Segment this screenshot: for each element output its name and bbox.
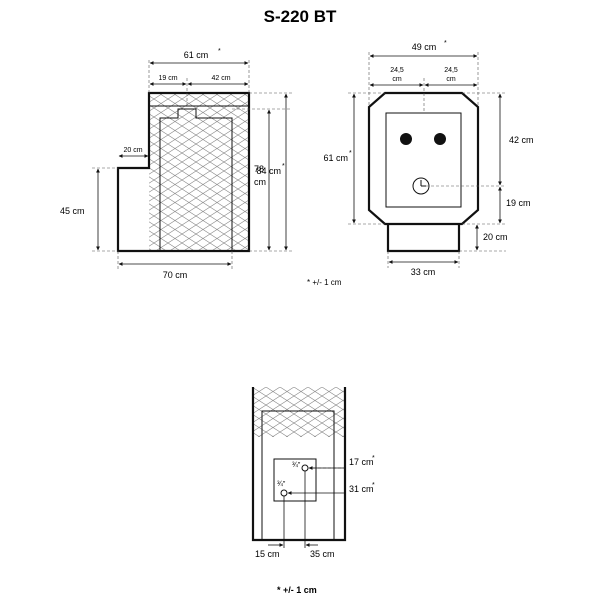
pipe-lower-size-label: ¾" — [277, 481, 286, 488]
front-total-width-mark: * — [444, 40, 447, 47]
control-knob-left — [400, 133, 412, 145]
side-total-height-mark: * — [282, 163, 285, 170]
side-total-width-mark: * — [218, 48, 221, 55]
control-knob-right — [434, 133, 446, 145]
side-right-width-label: 42 cm — [211, 75, 230, 82]
back-left-offset-label: 15 cm — [255, 549, 280, 559]
pipe-connection-upper — [301, 464, 309, 472]
front-body-height-label: 61 cm — [323, 153, 348, 163]
step-height-label: 45 cm — [60, 206, 85, 216]
step-width-label: 20 cm — [123, 147, 142, 154]
back-lower-height-label: 31 cm — [349, 484, 374, 494]
pipe-upper-size-label: ¾" — [292, 462, 301, 469]
back-lower-height-mark: * — [372, 482, 375, 489]
front-leg-outline — [386, 224, 461, 253]
pipe-connection-lower — [280, 489, 288, 497]
front-upper-height-label: 42 cm — [509, 135, 534, 145]
half-left-label-b: cm — [392, 76, 402, 83]
back-upper-height-label: 17 cm — [349, 457, 374, 467]
side-view: 61 cm * 19 cm 42 cm 20 cm 45 cm 78 cm 84… — [60, 48, 292, 280]
front-lower-height-label: 19 cm — [506, 198, 531, 208]
side-left-width-label: 19 cm — [158, 75, 177, 82]
front-view: 49 cm * 24,5 cm 24,5 cm 61 cm * 42 cm 19… — [323, 40, 533, 277]
base-width-label: 70 cm — [163, 270, 188, 280]
side-total-width-label: 61 cm — [184, 50, 209, 60]
tolerance-note-small: * +/- 1 cm — [307, 278, 342, 287]
mid-height-label-a: 78 — [254, 164, 264, 174]
front-leg-width-label: 33 cm — [411, 267, 436, 277]
half-right-label-b: cm — [446, 76, 456, 83]
side-inner-line — [159, 108, 233, 251]
stone-compartment-hatch — [149, 93, 249, 251]
mid-height-label-b: cm — [254, 177, 266, 187]
front-leg-height-label: 20 cm — [483, 232, 508, 242]
side-total-height-label: 84 cm — [256, 166, 281, 176]
front-body-height-mark: * — [349, 150, 352, 157]
back-upper-height-mark: * — [372, 455, 375, 462]
back-right-offset-label: 35 cm — [310, 549, 335, 559]
half-left-label-a: 24,5 — [390, 67, 404, 74]
back-outline — [251, 387, 347, 542]
tolerance-note-bold: * +/- 1 cm — [277, 585, 317, 595]
back-inner-frame — [261, 410, 335, 540]
back-view: ¾" ¾" 17 cm * 31 cm * 15 cm 35 cm — [251, 387, 375, 559]
front-door — [385, 112, 462, 208]
drawing-title: S-220 BT — [264, 7, 337, 26]
back-stone-hatch — [253, 387, 345, 437]
half-right-label-a: 24,5 — [444, 67, 458, 74]
connection-plate — [273, 458, 317, 502]
front-total-width-label: 49 cm — [412, 42, 437, 52]
